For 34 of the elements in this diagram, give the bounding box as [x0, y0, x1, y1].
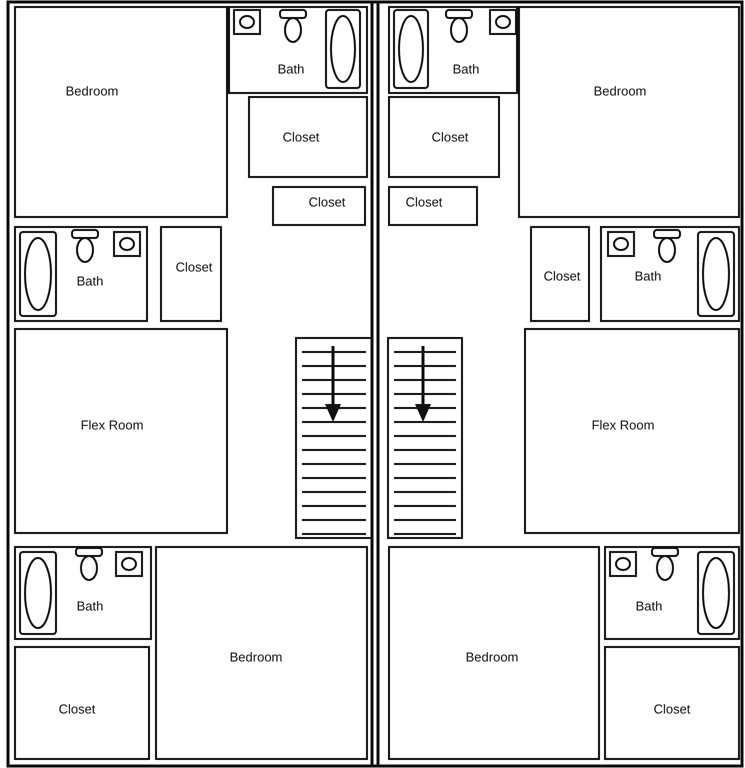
room-area [155, 546, 368, 760]
room-area [524, 328, 740, 534]
room-area [530, 226, 590, 322]
room-label: Closet [406, 194, 442, 210]
room-label: Closet [544, 268, 580, 284]
room-area [248, 96, 368, 178]
room-label: Bedroom [66, 84, 118, 98]
room-label: Flex Room [80, 418, 144, 432]
room-area [14, 328, 228, 534]
room-label: Closet [654, 702, 690, 716]
room-label: Bath [452, 62, 480, 76]
room-label: Bedroom [594, 84, 646, 98]
room-label: Closet [432, 130, 468, 144]
room-label: Closet [308, 194, 346, 210]
room-area [388, 186, 478, 226]
room-label: Bath [76, 598, 104, 614]
room-label: Flex Room [592, 418, 654, 432]
room-label: Bath [278, 62, 304, 76]
room-area [518, 6, 740, 218]
room-area [272, 186, 366, 226]
room-label: Bath [636, 598, 662, 614]
room-label: Closet [282, 130, 320, 144]
room-area [604, 646, 740, 760]
room-label: Bath [634, 268, 662, 284]
room-label: Bath [76, 274, 104, 288]
room-area [160, 226, 222, 322]
room-area [14, 6, 228, 218]
room-area [14, 646, 150, 760]
room-label: Closet [176, 260, 212, 274]
room-area [388, 96, 500, 178]
room-area [388, 546, 600, 760]
room-label: Bedroom [466, 650, 518, 664]
room-label: Bedroom [230, 650, 282, 664]
room-label: Closet [58, 702, 96, 716]
